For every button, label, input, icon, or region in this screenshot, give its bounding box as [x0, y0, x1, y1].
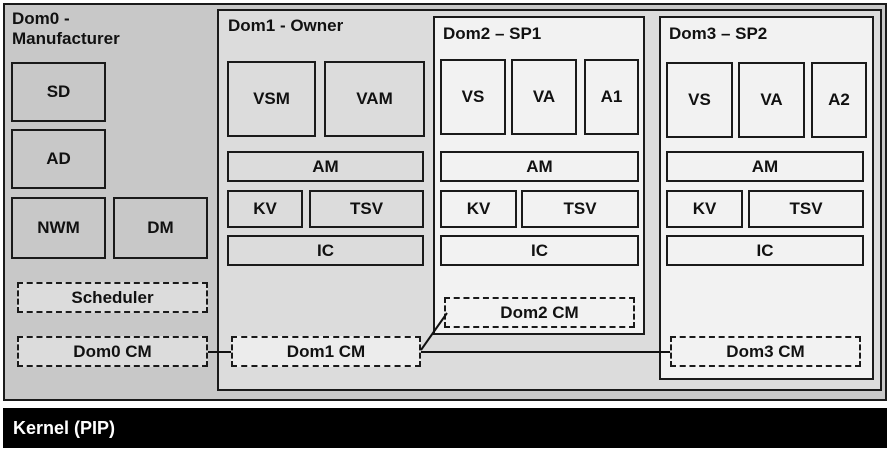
dom3-module-a2: A2	[811, 62, 867, 138]
dom3-ic: IC	[666, 235, 864, 266]
dom2-cm: Dom2 CM	[444, 297, 635, 328]
kernel-label: Kernel (PIP)	[13, 417, 116, 438]
dom1-title: Dom1 - Owner	[228, 16, 344, 35]
dom3-kv: KV	[666, 190, 743, 228]
dom1-cm: Dom1 CM	[231, 336, 421, 367]
dom3-tsv: TSV	[748, 190, 864, 228]
dom3-cm: Dom3 CM	[670, 336, 861, 367]
dom1-module-vsm: VSM	[227, 61, 316, 137]
dom1-ic: IC	[227, 235, 424, 266]
dom3-am: AM	[666, 151, 864, 182]
scheduler: Scheduler	[17, 282, 208, 313]
dom3-module-vs: VS	[666, 62, 733, 138]
dom2-kv: KV	[440, 190, 517, 228]
dom2-module-va: VA	[511, 59, 577, 135]
dom2-module-vs: VS	[440, 59, 506, 135]
dom1-tsv: TSV	[309, 190, 424, 228]
dom2-ic: IC	[440, 235, 639, 266]
module-dm: DM	[113, 197, 208, 259]
dom1-am: AM	[227, 151, 424, 182]
link-dom1-dom2	[420, 312, 448, 351]
dom3-title: Dom3 – SP2	[669, 24, 768, 43]
dom2-tsv: TSV	[521, 190, 639, 228]
dom2-title: Dom2 – SP1	[443, 24, 542, 43]
module-ad: AD	[11, 129, 106, 189]
module-nwm: NWM	[11, 197, 106, 259]
dom3-module-va: VA	[738, 62, 805, 138]
dom1-module-vam: VAM	[324, 61, 425, 137]
dom2-am: AM	[440, 151, 639, 182]
dom2-module-a1: A1	[584, 59, 639, 135]
dom0-cm: Dom0 CM	[17, 336, 208, 367]
module-sd: SD	[11, 62, 106, 122]
dom1-kv: KV	[227, 190, 303, 228]
dom0-title: Dom0 - Manufacturer	[12, 9, 120, 48]
kernel-bar: Kernel (PIP)	[3, 408, 887, 448]
